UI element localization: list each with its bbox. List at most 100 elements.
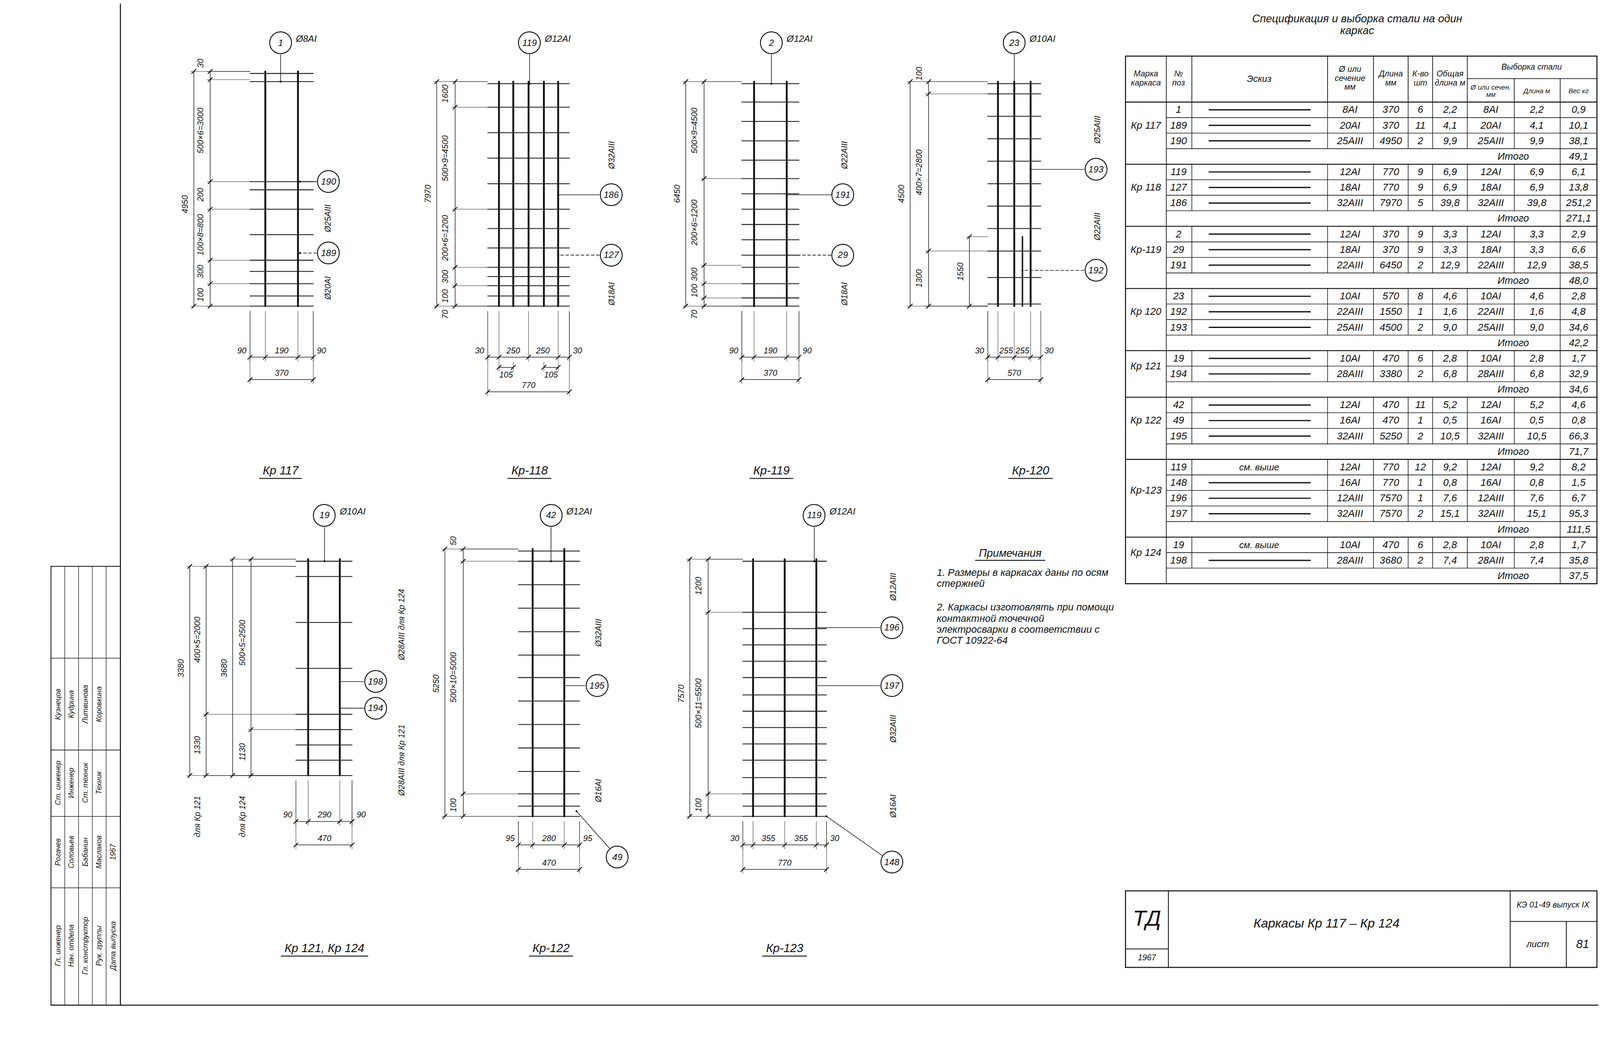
bar-size-label: Ø12АI (786, 33, 813, 44)
extension-line (229, 774, 297, 776)
title-block-line (1125, 890, 1598, 891)
stamp-text: Коровкина (95, 685, 104, 722)
extension-line (186, 565, 297, 567)
callout-number: 23 (1002, 31, 1026, 55)
table-line (1408, 241, 1409, 258)
tie-bar (250, 271, 314, 272)
cage-title: Кр-118 (507, 463, 552, 479)
table-line (1125, 583, 1598, 584)
sketch-bar (1209, 202, 1311, 204)
table-cell: 11 (1415, 399, 1426, 411)
tie-bar (741, 283, 800, 285)
table-line (1191, 397, 1193, 413)
table-cell: 6 (1417, 352, 1424, 364)
table-cell: 71,7 (1568, 446, 1589, 458)
table-cell: 22АIII (1337, 306, 1364, 317)
table-cell: 28АIII (1477, 368, 1504, 380)
table-header: Длина мм (1374, 69, 1408, 88)
callout-number-text: 19 (319, 509, 330, 521)
extension-line (297, 311, 299, 362)
table-line (1514, 288, 1515, 304)
table-line (1432, 179, 1433, 196)
sketch-bar (1209, 419, 1311, 422)
table-line (1373, 164, 1374, 180)
extension-line (247, 729, 296, 730)
table-line (1559, 490, 1561, 506)
table-cell: 4,1 (1443, 119, 1458, 131)
tie-bar (296, 744, 353, 746)
table-line (1327, 366, 1328, 382)
table-cell: 10,5 (1526, 430, 1547, 442)
table-line (1408, 474, 1409, 491)
leader-line (814, 527, 815, 562)
callout-number-text: 197 (884, 680, 900, 691)
table-cell: 2 (1417, 259, 1424, 271)
table-cell: 6 (1417, 104, 1424, 116)
table-line (1467, 78, 1597, 80)
table-line (1467, 257, 1468, 273)
dimension-text: 6450 (673, 184, 683, 203)
title-block-line (1510, 920, 1598, 922)
title-block-line (1596, 890, 1598, 967)
dimension-text: 570 (1007, 368, 1022, 378)
table-line (1408, 505, 1409, 522)
dimension-text: 355 (794, 834, 808, 844)
table-line (1559, 78, 1561, 103)
table-cell: 10АI (1339, 352, 1361, 364)
tie-bar (741, 305, 800, 307)
table-cell: 37,5 (1568, 570, 1589, 582)
table-cell: 34,6 (1568, 383, 1589, 395)
table-line (1166, 117, 1597, 118)
table-line (1467, 319, 1468, 335)
callout-number: 42 (539, 503, 563, 527)
main-bar (307, 558, 310, 776)
table-cell: 6,9 (1443, 166, 1458, 178)
table-cell: 2,8 (1529, 352, 1545, 364)
dimension-line (987, 379, 1042, 380)
extension-line (202, 774, 296, 776)
table-line (1559, 552, 1561, 569)
bar-size-label: Ø16АI (594, 779, 604, 803)
dimension-text: 7570 (677, 684, 687, 703)
leader-line (564, 685, 586, 686)
table-cell: Итого (1497, 150, 1530, 162)
table-cell: 2,8 (1443, 539, 1458, 551)
dimension-text: 100 (449, 798, 459, 812)
tie-bar (741, 120, 800, 122)
dimension-text: 90 (237, 346, 247, 356)
table-cell: 271,1 (1565, 212, 1591, 224)
table-line (1166, 443, 1597, 444)
main-bar (512, 81, 515, 307)
dimension-line (454, 81, 456, 307)
table-line (1432, 164, 1433, 180)
dimension-text: 3680 (220, 659, 230, 678)
tie-bar (518, 747, 580, 749)
extension-line (441, 815, 519, 817)
extension-line (460, 560, 519, 562)
table-cell: 32АIII (1477, 197, 1504, 209)
dimension-text: 1300 (915, 269, 925, 288)
leader-dot (557, 193, 559, 196)
tie-bar (296, 621, 353, 623)
table-line (1432, 350, 1433, 367)
table-line (1467, 303, 1468, 320)
table-line (1559, 521, 1561, 537)
leader-dot (1013, 82, 1016, 85)
extension-line (433, 305, 489, 307)
table-border (1596, 55, 1598, 584)
table-cell: 12АI (1339, 166, 1361, 178)
table-cell: 48,0 (1568, 275, 1589, 287)
table-cell: 186 (1170, 197, 1188, 209)
dimension-text: 100 (441, 288, 451, 303)
bar-size-label: Ø22АIII (1093, 212, 1103, 241)
dimension-text: 300 (690, 267, 700, 282)
extension-line (202, 565, 296, 567)
leader-line (576, 810, 610, 848)
dimension-text: 770 (521, 381, 536, 391)
extension-line (682, 305, 742, 307)
table-line (1166, 381, 1597, 382)
extension-line (700, 297, 742, 299)
dimension-text: 370 (763, 368, 778, 378)
table-line (1373, 366, 1374, 382)
leader-line (324, 527, 325, 562)
